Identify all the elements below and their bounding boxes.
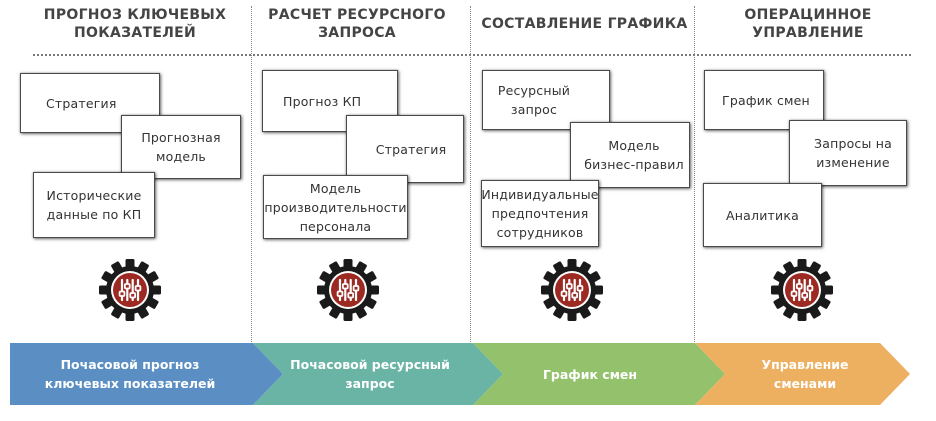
- card-strategy-2: Стратегия: [346, 115, 464, 183]
- card-business-rules: Модель бизнес-правил: [570, 122, 690, 188]
- column-title-resource-request: РАСЧЕТ РЕСУРСНОГО ЗАПРОСА: [268, 7, 446, 41]
- card-employee-preferences: Индивидуальные предпочтения сотрудников: [481, 180, 599, 247]
- card-historical-data: Исторические данные по КП: [33, 172, 155, 238]
- column-divider: [470, 6, 471, 404]
- card-analytics: Аналитика: [703, 183, 822, 247]
- arrow-resource-request: [253, 343, 503, 405]
- header-divider: [33, 54, 911, 56]
- card-productivity-model: Модель производительности персонала: [263, 175, 408, 239]
- column-title-forecast: ПРОГНОЗ КЛЮЧЕВЫХ ПОКАЗАТЕЛЕЙ: [43, 7, 227, 41]
- arrow-label-resource-request: Почасовой ресурсный запрос: [290, 357, 450, 391]
- card-resource-request: Ресурсный запрос: [482, 70, 610, 130]
- arrow-label-schedule: График смен: [542, 366, 638, 382]
- arrow-shift-management: [695, 343, 910, 405]
- column-title-operations: ОПЕРАЦИННОЕ УПРАВЛЕНИЕ: [744, 7, 872, 41]
- arrow-forecast: [10, 343, 283, 405]
- column-title-scheduling: СОСТАВЛЕНИЕ ГРАФИКА: [481, 16, 688, 32]
- arrow-label-shift-management: Управление сменами: [761, 357, 849, 391]
- card-forecast-model: Прогнозная модель: [121, 115, 241, 179]
- column-divider: [694, 6, 695, 404]
- column-divider: [251, 6, 252, 404]
- arrow-label-forecast: Почасовой прогноз ключевых показателей: [44, 357, 216, 391]
- card-change-requests: Запросы на изменение: [789, 120, 907, 186]
- arrow-schedule: [473, 343, 725, 405]
